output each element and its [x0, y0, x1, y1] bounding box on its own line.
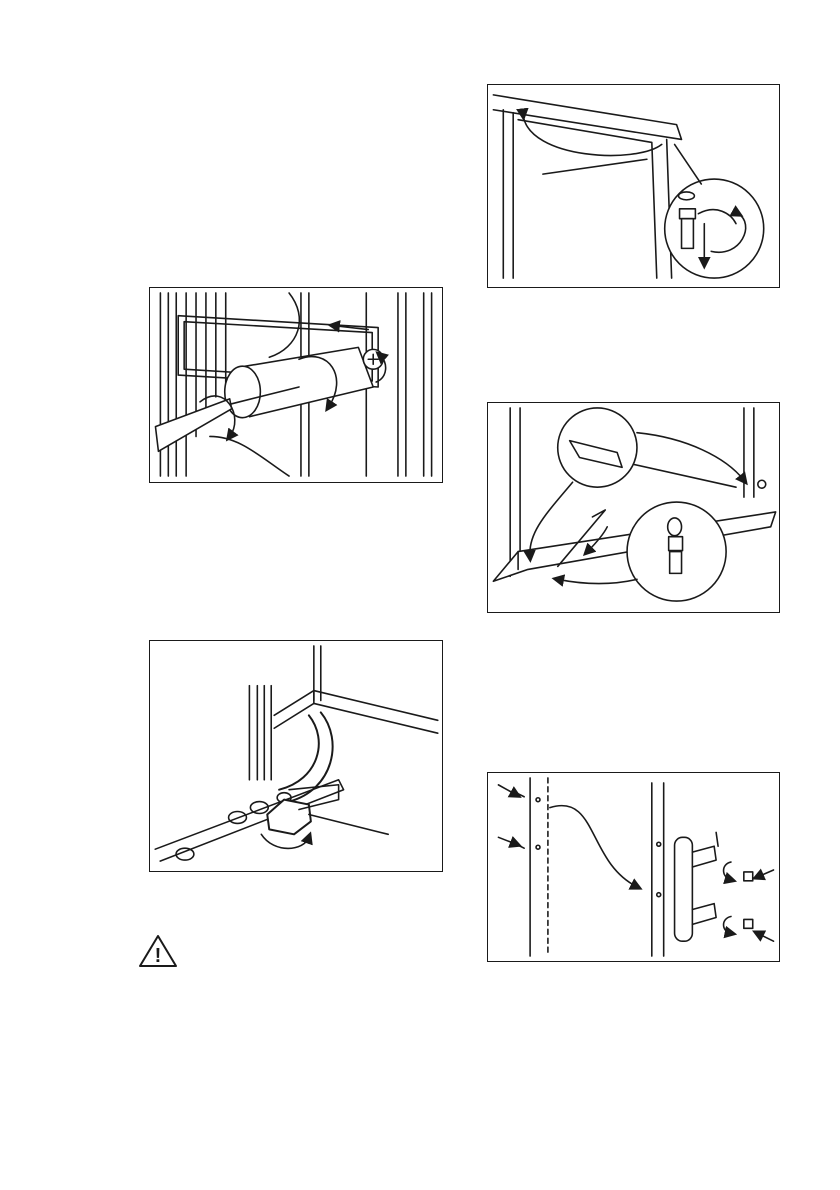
foot-illustration: [150, 641, 442, 871]
warning-symbol: !: [155, 945, 162, 967]
figure-adjustable-foot: [149, 640, 443, 872]
handle-illustration: [488, 773, 779, 961]
plinth-illustration: [150, 288, 442, 482]
figure-top-hinge: [487, 84, 780, 288]
warning-triangle-icon: !: [138, 934, 178, 968]
top-hinge-illustration: [488, 85, 779, 287]
figure-plinth-cover-removal: [149, 287, 443, 483]
warning-triangle-shape: !: [138, 934, 178, 968]
door-pin-illustration: [488, 403, 779, 612]
figure-handle-relocation: [487, 772, 780, 962]
figure-door-pin-swap: [487, 402, 780, 613]
